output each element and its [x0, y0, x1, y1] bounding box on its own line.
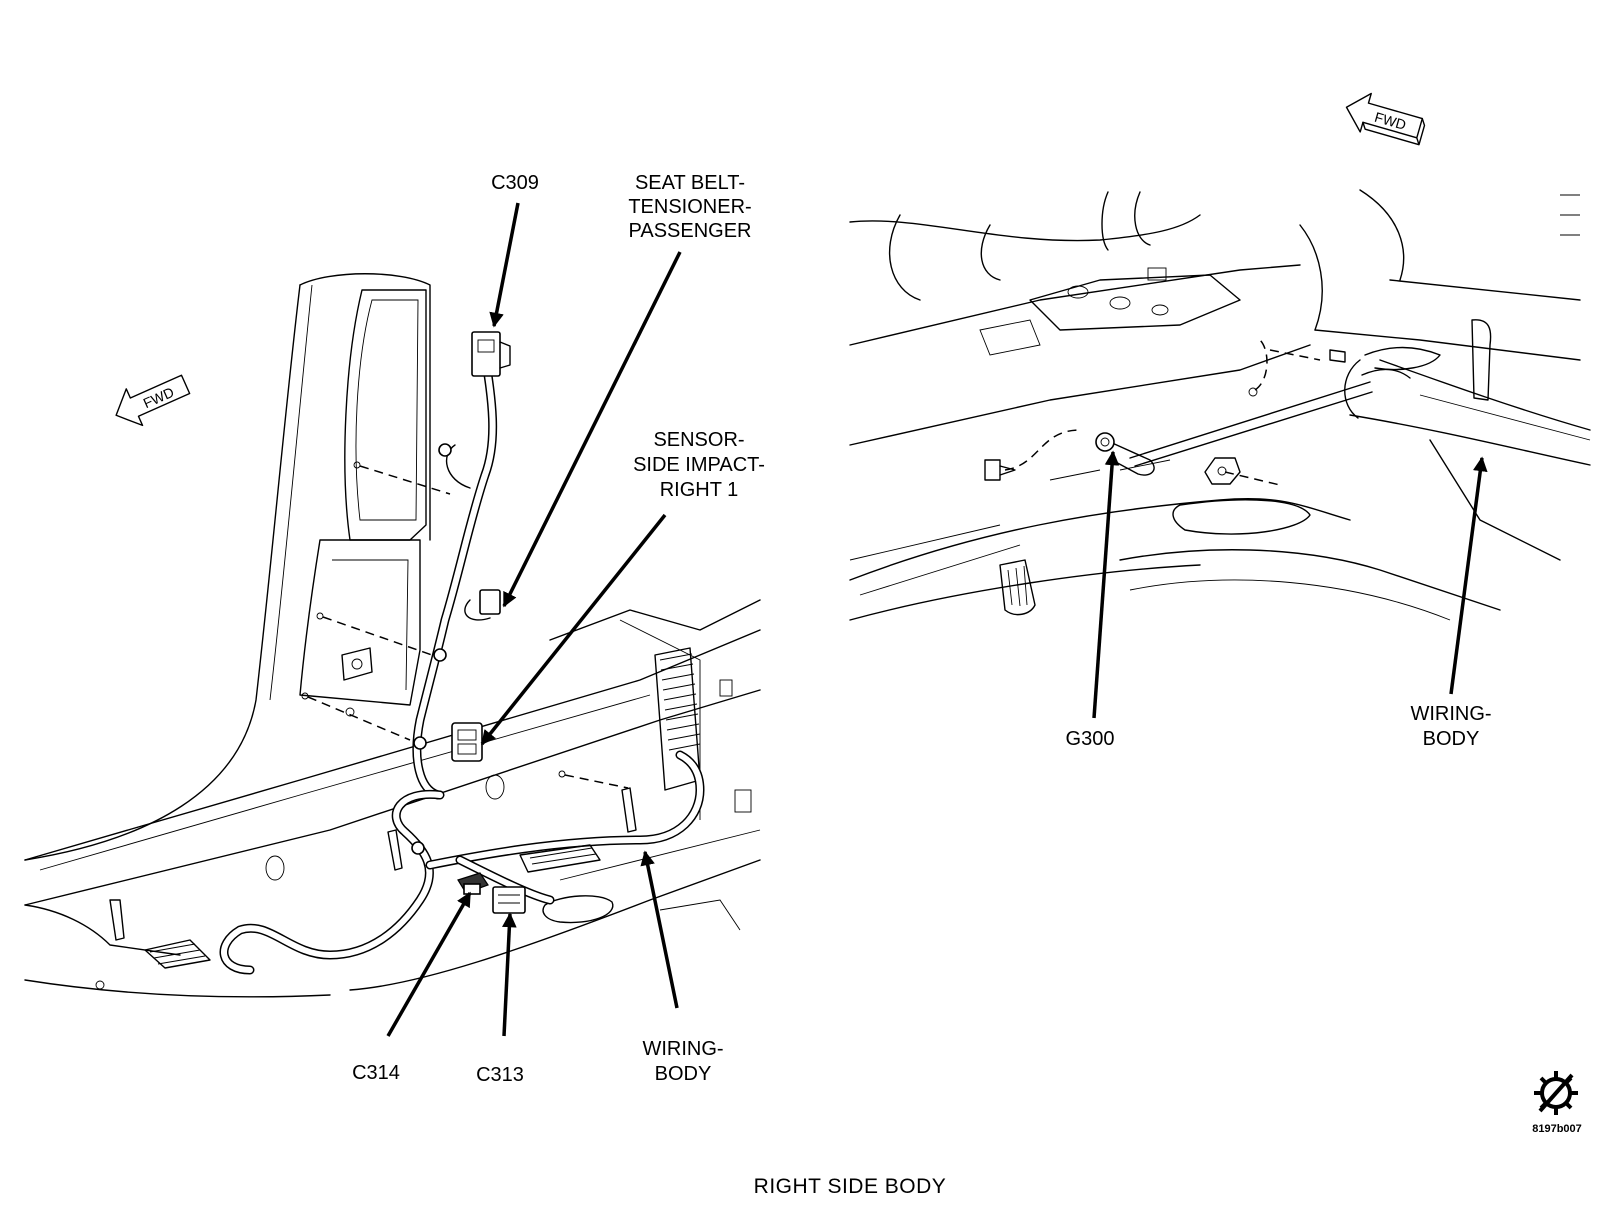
left-body-structure — [24, 273, 761, 998]
label-seat-belt-line3: PASSENGER — [629, 220, 752, 242]
revision-symbol-icon — [1534, 1071, 1578, 1115]
right-fasteners — [984, 339, 1346, 486]
left-wiring-harness — [219, 350, 705, 975]
label-sensor-line2: SIDE IMPACT- — [633, 454, 765, 476]
right-wiring-harness — [1095, 346, 1441, 476]
leader-wiring-body-right — [1449, 456, 1488, 695]
leader-c313 — [502, 912, 517, 1037]
left-leader-lines — [386, 202, 682, 1037]
label-g300: G300 — [1066, 728, 1115, 750]
label-c313: C313 — [476, 1064, 524, 1086]
left-fastener-lines — [301, 461, 629, 789]
leader-c314 — [386, 891, 472, 1037]
c314-connector — [457, 872, 489, 895]
label-c314: C314 — [352, 1062, 400, 1084]
right-leader-lines — [1092, 450, 1488, 719]
leader-wiring-body-left — [640, 850, 679, 1009]
label-wiring-body-left-line2: BODY — [655, 1063, 712, 1085]
c313-connector — [492, 886, 526, 914]
label-wiring-body-left-line1: WIRING- — [642, 1038, 723, 1060]
left-view: FWD C309 SEAT BELT- TENSIONER- PASSENGER… — [24, 172, 765, 1086]
label-sensor-line1: SENSOR- — [653, 429, 744, 451]
right-view: FWD G300 WIRING- BODY — [849, 92, 1591, 750]
leader-g300 — [1092, 450, 1120, 719]
fwd-arrow-icon: FWD — [115, 374, 191, 427]
right-body-structure — [849, 189, 1591, 621]
side-impact-sensor-connector — [451, 722, 483, 762]
label-wiring-body-right-line2: BODY — [1423, 728, 1480, 750]
leader-seat-belt-tensioner — [502, 251, 682, 608]
label-seat-belt-line1: SEAT BELT- — [635, 172, 745, 194]
right-labels: G300 WIRING- BODY — [1066, 703, 1492, 750]
left-connectors — [411, 331, 526, 914]
seat-belt-tensioner-connector — [479, 589, 501, 615]
label-seat-belt-line2: TENSIONER- — [628, 196, 751, 218]
figure-code: 8197b007 — [1532, 1123, 1582, 1135]
fwd-arrow-icon: FWD — [1345, 92, 1426, 146]
leader-c309 — [489, 202, 520, 328]
label-wiring-body-right-line1: WIRING- — [1410, 703, 1491, 725]
c309-connector — [471, 331, 511, 377]
figure-caption: RIGHT SIDE BODY — [754, 1175, 947, 1198]
left-labels: C309 SEAT BELT- TENSIONER- PASSENGER SEN… — [352, 172, 765, 1086]
leader-side-impact-sensor — [480, 513, 667, 746]
harness-clips — [411, 443, 452, 855]
label-c309: C309 — [491, 172, 539, 194]
label-sensor-line3: RIGHT 1 — [660, 479, 739, 501]
